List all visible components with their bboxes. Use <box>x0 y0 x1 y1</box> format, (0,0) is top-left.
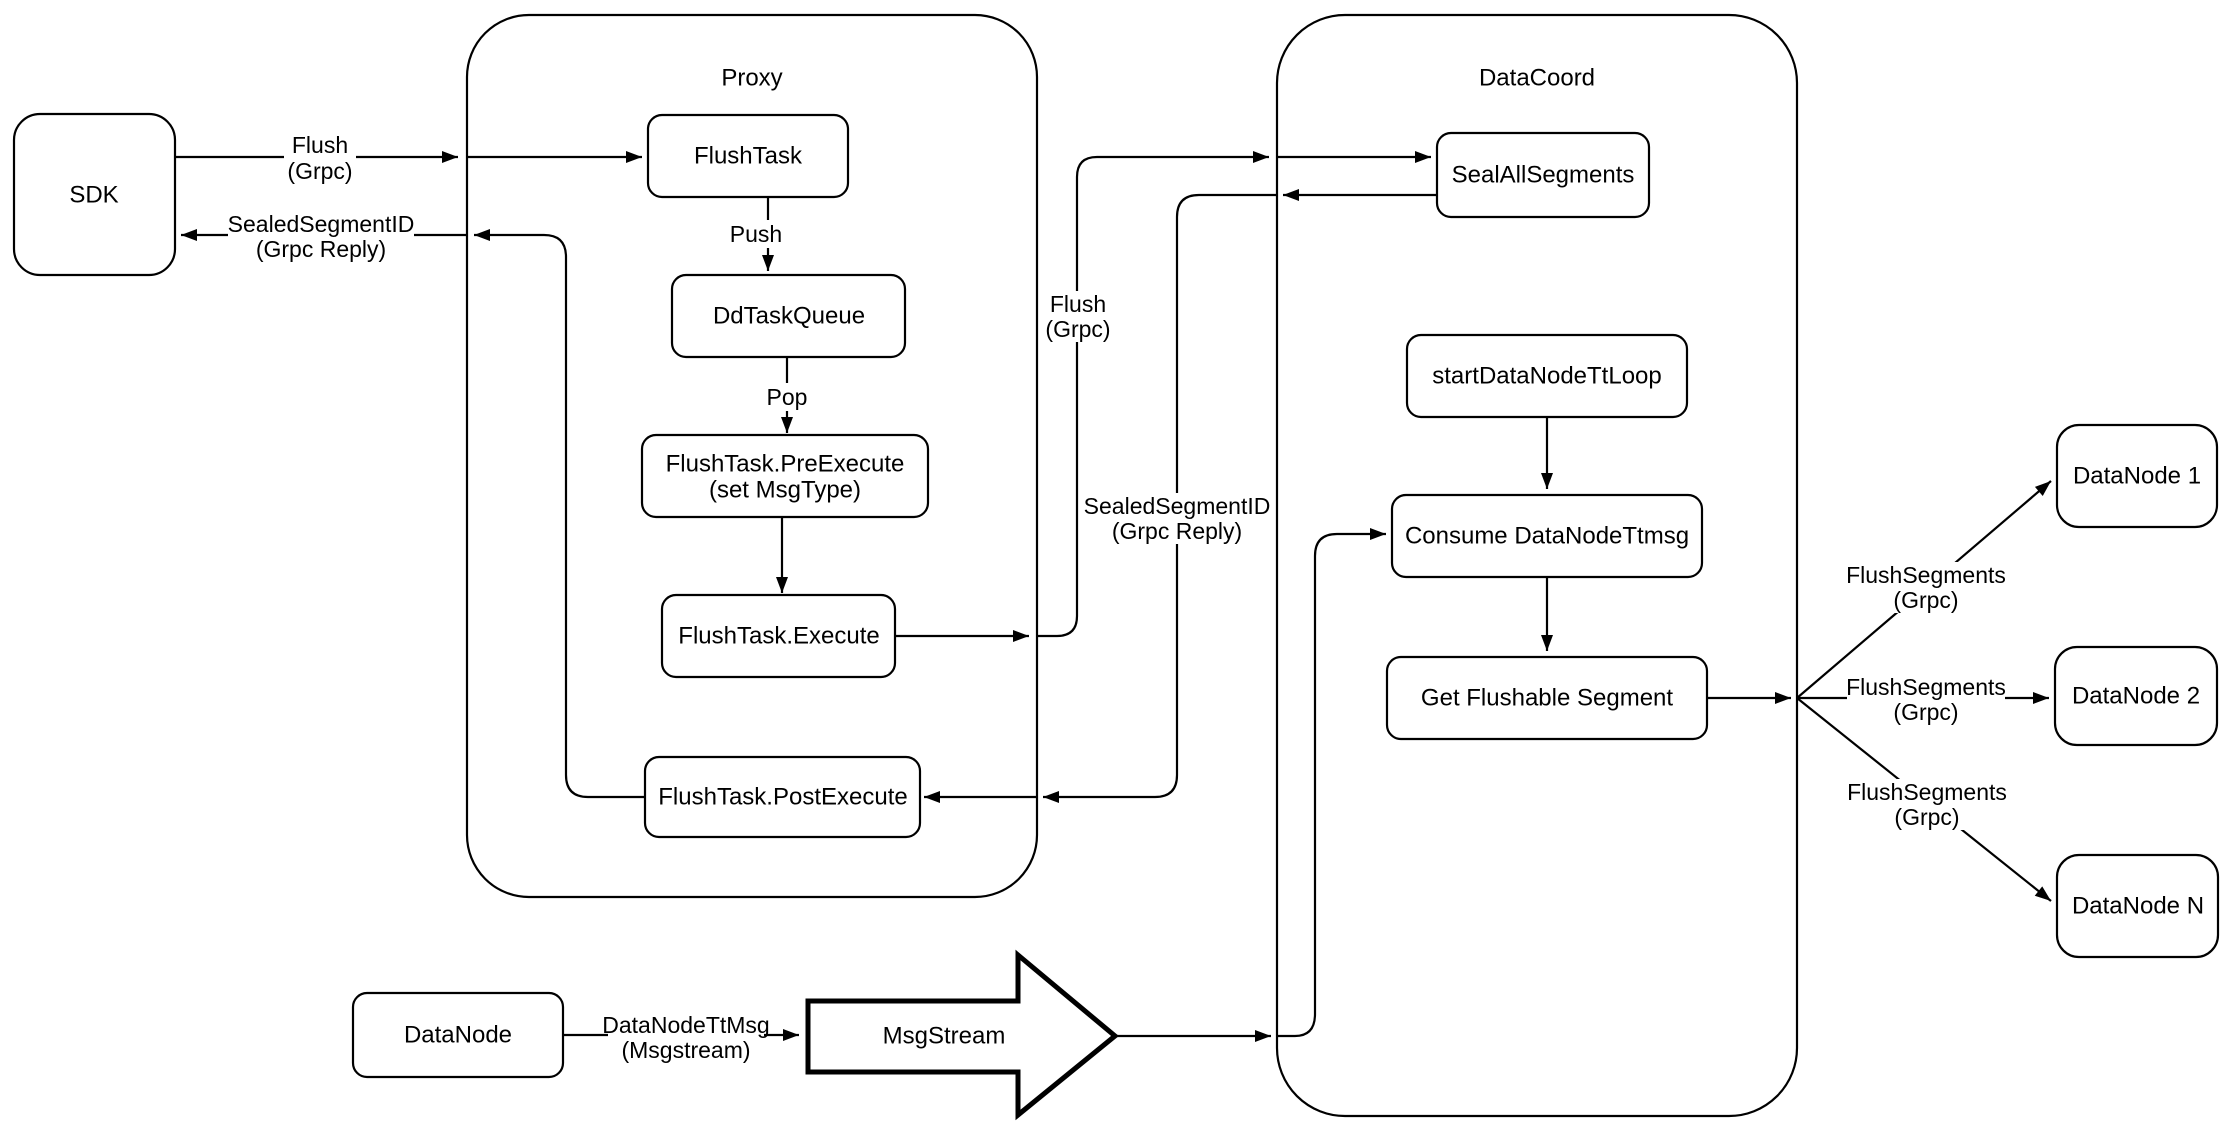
node-sealallsegments[interactable]: SealAllSegments <box>1435 131 1651 219</box>
svg-text:FlushSegments: FlushSegments <box>1846 562 2006 588</box>
edge-reply-postexecute-to-proxy-border <box>474 229 645 799</box>
container-datacoord-title: DataCoord <box>1479 65 1595 92</box>
svg-text:SealedSegmentID: SealedSegmentID <box>1084 493 1271 519</box>
label-flushsegments-1: FlushSegments (Grpc) <box>1846 562 2006 613</box>
svg-text:FlushTask.PreExecute: FlushTask.PreExecute <box>666 451 905 478</box>
svg-text:(Grpc): (Grpc) <box>1045 316 1110 342</box>
svg-text:Pop: Pop <box>767 384 808 410</box>
svg-text:Flush: Flush <box>1050 291 1106 317</box>
label-push: Push <box>724 220 788 248</box>
node-consume-datanodettmsg[interactable]: Consume DataNodeTtmsg <box>1390 493 1704 579</box>
node-datanode-n[interactable]: DataNode N <box>2055 853 2220 959</box>
label-pop: Pop <box>756 383 818 411</box>
label-sealed-segment-id-mid: SealedSegmentID (Grpc Reply) <box>1084 493 1271 544</box>
node-datanode[interactable]: DataNode <box>351 991 565 1079</box>
node-datanode-2[interactable]: DataNode 2 <box>2053 645 2219 747</box>
svg-text:Get Flushable Segment: Get Flushable Segment <box>1421 685 1673 712</box>
node-flushtask-preexecute[interactable]: FlushTask.PreExecute (set MsgType) <box>640 433 930 519</box>
svg-text:(Grpc): (Grpc) <box>287 158 352 184</box>
node-flushtask-execute[interactable]: FlushTask.Execute <box>660 593 897 679</box>
node-ddtaskqueue[interactable]: DdTaskQueue <box>670 273 907 359</box>
container-proxy[interactable]: Proxy <box>465 13 1039 899</box>
label-flush-grpc-mid: Flush (Grpc) <box>1041 291 1115 342</box>
svg-text:FlushTask.PostExecute: FlushTask.PostExecute <box>658 784 907 811</box>
svg-text:MsgStream: MsgStream <box>883 1023 1006 1050</box>
node-get-flushable-segment[interactable]: Get Flushable Segment <box>1385 655 1709 741</box>
node-flushtask-postexecute[interactable]: FlushTask.PostExecute <box>643 755 922 839</box>
label-flush-grpc-sdk: Flush (Grpc) <box>284 130 356 184</box>
svg-text:(set MsgType): (set MsgType) <box>709 477 861 504</box>
svg-text:FlushSegments: FlushSegments <box>1847 779 2007 805</box>
svg-text:DataNode 1: DataNode 1 <box>2073 463 2201 490</box>
label-flushsegments-2: FlushSegments (Grpc) <box>1846 674 2006 725</box>
svg-text:(Grpc): (Grpc) <box>1893 699 1958 725</box>
svg-text:DataNodeTtMsg: DataNodeTtMsg <box>602 1012 769 1038</box>
svg-text:DataNode 2: DataNode 2 <box>2072 683 2200 710</box>
container-proxy-title: Proxy <box>721 65 782 92</box>
edge-datacoord-to-consume <box>1277 528 1386 1038</box>
label-flushsegments-3: FlushSegments (Grpc) <box>1847 779 2007 830</box>
svg-text:(Grpc): (Grpc) <box>1893 587 1958 613</box>
svg-text:FlushTask.Execute: FlushTask.Execute <box>678 623 879 650</box>
svg-text:(Grpc): (Grpc) <box>1894 804 1959 830</box>
edge-flush-to-datacoord-border <box>1037 151 1269 638</box>
svg-text:SDK: SDK <box>69 182 118 209</box>
svg-text:FlushTask: FlushTask <box>694 143 803 170</box>
msgstream-arrow-shape <box>805 949 1119 1121</box>
container-datacoord[interactable]: DataCoord <box>1275 13 1799 1118</box>
svg-text:DdTaskQueue: DdTaskQueue <box>713 303 865 330</box>
label-sealed-segment-id-sdk: SealedSegmentID (Grpc Reply) <box>228 210 415 262</box>
svg-text:FlushSegments: FlushSegments <box>1846 674 2006 700</box>
node-msgstream[interactable]: MsgStream <box>805 949 1119 1121</box>
svg-text:SealAllSegments: SealAllSegments <box>1452 162 1635 189</box>
svg-text:SealedSegmentID: SealedSegmentID <box>228 211 415 237</box>
svg-text:(Msgstream): (Msgstream) <box>621 1037 750 1063</box>
svg-text:startDataNodeTtLoop: startDataNodeTtLoop <box>1432 363 1661 390</box>
svg-text:(Grpc Reply): (Grpc Reply) <box>1112 518 1242 544</box>
svg-text:Flush: Flush <box>292 132 348 158</box>
svg-text:Push: Push <box>730 221 782 247</box>
node-flushtask[interactable]: FlushTask <box>646 113 850 199</box>
svg-text:Consume DataNodeTtmsg: Consume DataNodeTtmsg <box>1405 523 1689 550</box>
node-sdk[interactable]: SDK <box>12 112 177 277</box>
label-datanode-tt-msg: DataNodeTtMsg (Msgstream) <box>602 1012 770 1063</box>
node-startdatanodettloop[interactable]: startDataNodeTtLoop <box>1405 333 1689 419</box>
node-datanode-1[interactable]: DataNode 1 <box>2055 423 2219 529</box>
svg-text:DataNode: DataNode <box>404 1022 512 1049</box>
svg-text:(Grpc Reply): (Grpc Reply) <box>256 236 386 262</box>
svg-text:DataNode N: DataNode N <box>2072 893 2204 920</box>
